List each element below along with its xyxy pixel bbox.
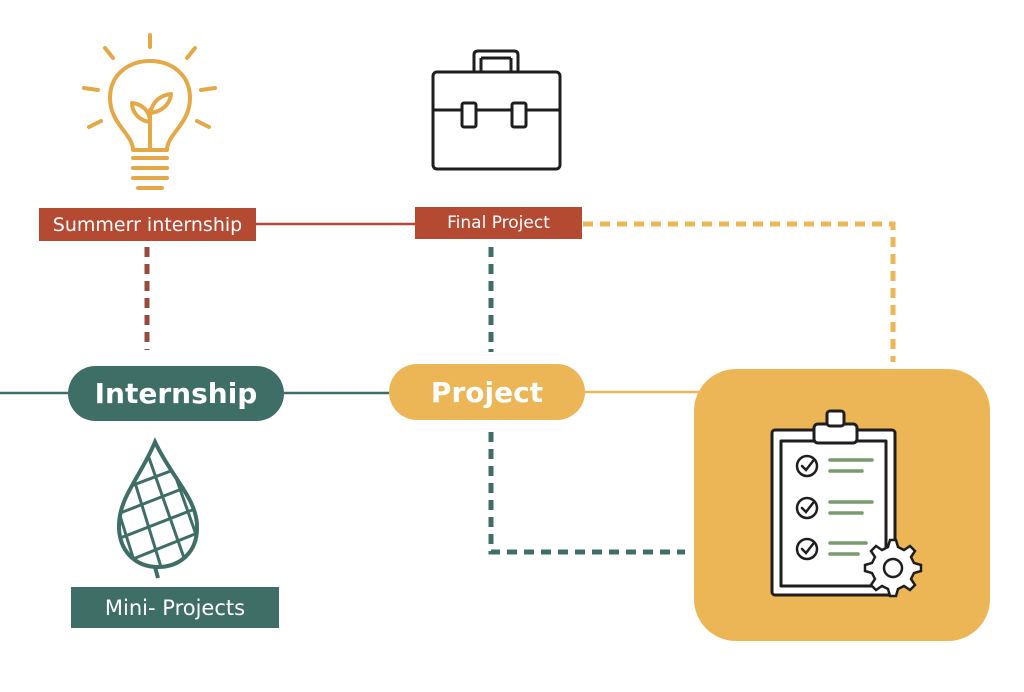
dashed-project-card — [488, 432, 685, 555]
summer-internship-label: Summerr internship — [39, 208, 256, 241]
gear-icon — [863, 538, 923, 598]
final-project-label: Final Project — [415, 207, 582, 239]
internship-node: Internship — [68, 366, 284, 421]
project-node: Project — [389, 364, 585, 420]
mini-projects-label: Mini- Projects — [71, 587, 279, 628]
dashed-final-card — [583, 221, 896, 362]
